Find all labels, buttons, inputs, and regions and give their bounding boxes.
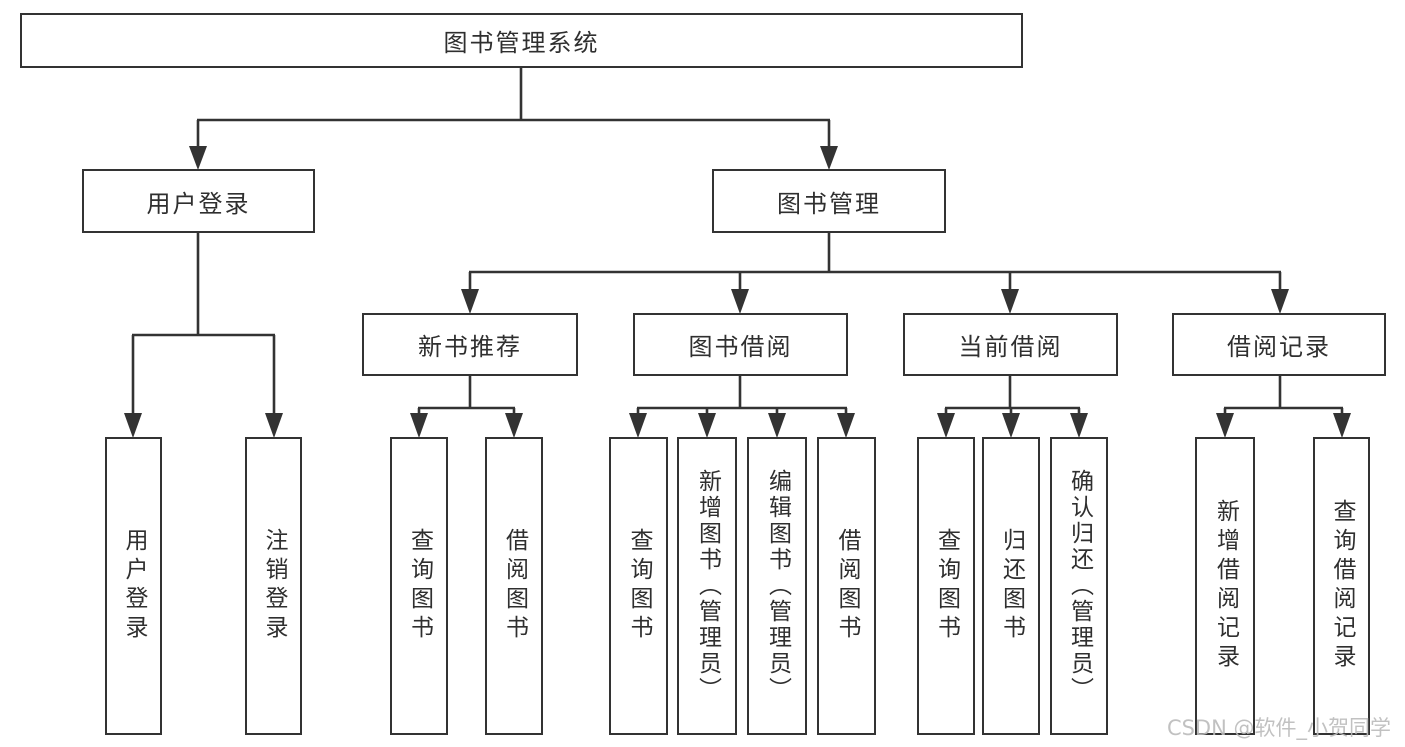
node-leaf-logout-label: 注销登录	[261, 528, 287, 644]
node-root-label: 图书管理系统	[443, 29, 600, 57]
node-leaf-query-book-3-label: 查询图书	[933, 528, 960, 644]
node-new-book-recommend-label: 新书推荐	[418, 333, 522, 361]
node-book-management: 图书管理	[712, 169, 946, 233]
node-leaf-user-login: 用户登录	[105, 437, 162, 735]
node-leaf-return-book-label: 归还图书	[998, 528, 1025, 644]
node-leaf-query-book-1-label: 查询图书	[406, 528, 433, 644]
node-leaf-borrow-book-1: 借阅图书	[485, 437, 543, 735]
node-leaf-add-borrow-record-label: 新增借阅记录	[1212, 499, 1239, 673]
node-leaf-query-book-3: 查询图书	[917, 437, 975, 735]
node-leaf-edit-book-admin-label: 编辑图书（管理员）	[764, 469, 791, 703]
node-leaf-edit-book-admin: 编辑图书（管理员）	[747, 437, 807, 735]
node-current-borrowing-label: 当前借阅	[958, 333, 1063, 361]
node-user-login-label: 用户登录	[146, 189, 251, 218]
node-leaf-query-borrow-record: 查询借阅记录	[1313, 437, 1370, 735]
node-leaf-confirm-return-admin-label: 确认归还（管理员）	[1066, 469, 1093, 703]
node-borrow-records: 借阅记录	[1172, 313, 1386, 376]
node-leaf-return-book: 归还图书	[982, 437, 1040, 735]
node-leaf-query-borrow-record-label: 查询借阅记录	[1329, 499, 1355, 673]
node-leaf-add-borrow-record: 新增借阅记录	[1195, 437, 1255, 735]
node-leaf-borrow-book-2: 借阅图书	[817, 437, 876, 735]
node-leaf-user-login-label: 用户登录	[121, 528, 147, 644]
node-current-borrowing: 当前借阅	[903, 313, 1118, 376]
node-leaf-query-book-2-label: 查询图书	[626, 528, 652, 644]
node-leaf-borrow-book-2-label: 借阅图书	[834, 528, 860, 644]
node-leaf-borrow-book-1-label: 借阅图书	[501, 528, 528, 644]
node-root: 图书管理系统	[20, 13, 1023, 68]
node-book-management-label: 图书管理	[777, 189, 881, 218]
node-borrow-records-label: 借阅记录	[1227, 333, 1331, 361]
node-book-borrowing-label: 图书借阅	[688, 333, 793, 361]
node-user-login: 用户登录	[82, 169, 315, 233]
node-leaf-logout: 注销登录	[245, 437, 302, 735]
node-leaf-confirm-return-admin: 确认归还（管理员）	[1050, 437, 1108, 735]
node-leaf-add-book-admin: 新增图书（管理员）	[677, 437, 737, 735]
csdn-watermark: CSDN @软件_小贺同学	[1166, 716, 1391, 740]
node-leaf-query-book-1: 查询图书	[390, 437, 448, 735]
node-leaf-query-book-2: 查询图书	[609, 437, 668, 735]
node-book-borrowing: 图书借阅	[633, 313, 848, 376]
node-leaf-add-book-admin-label: 新增图书（管理员）	[694, 469, 721, 703]
node-new-book-recommend: 新书推荐	[362, 313, 578, 376]
